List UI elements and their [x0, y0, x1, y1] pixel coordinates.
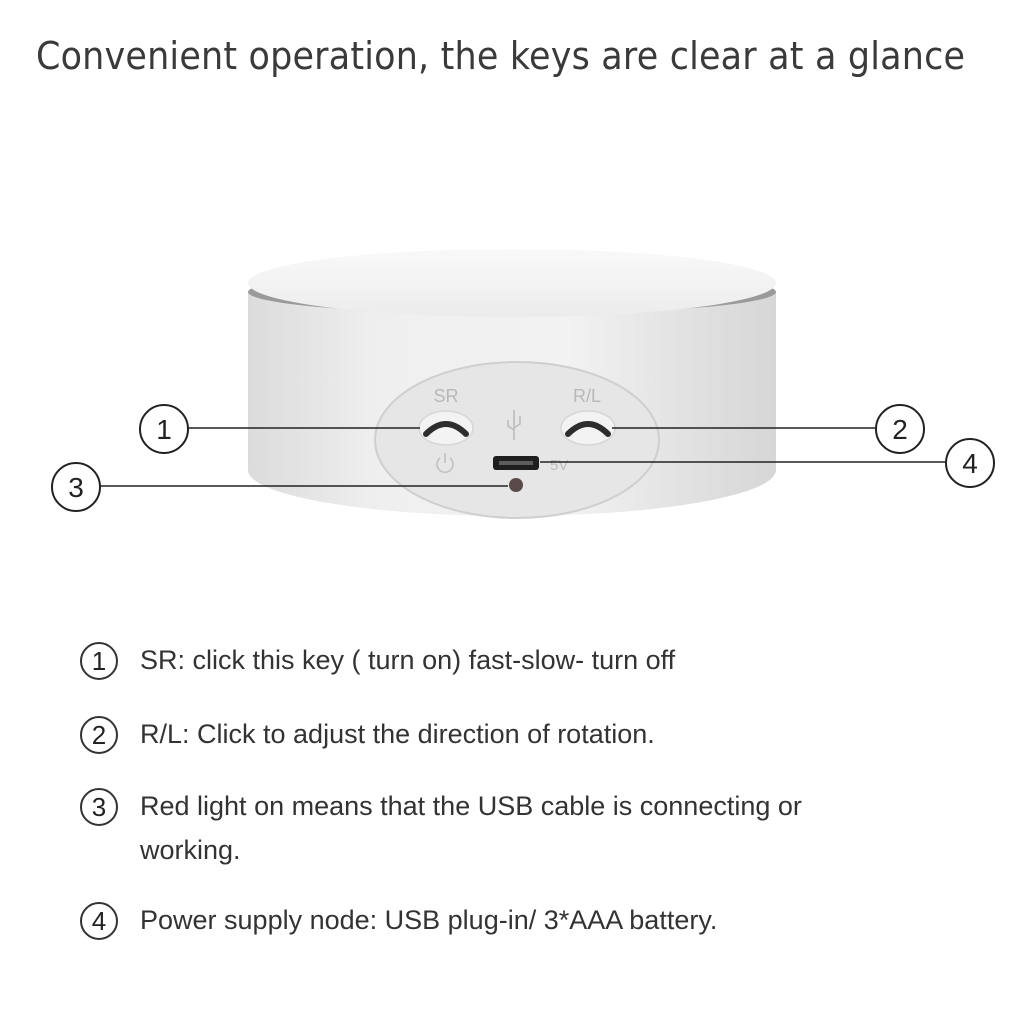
legend-number: 3 — [80, 788, 118, 826]
svg-text:1: 1 — [156, 414, 172, 445]
legend-number: 4 — [80, 902, 118, 940]
legend-item-2: 2 R/L: Click to adjust the direction of … — [80, 716, 900, 756]
port-voltage-label: 5V — [550, 457, 568, 474]
rl-label: R/L — [573, 386, 601, 406]
legend-item-4: 4 Power supply node: USB plug-in/ 3*AAA … — [80, 902, 900, 942]
legend-number: 2 — [80, 716, 118, 754]
legend-text: R/L: Click to adjust the direction of ro… — [140, 719, 655, 749]
callout-4: 4 — [945, 438, 995, 488]
callout-1: 1 — [139, 404, 189, 454]
indicator-light — [509, 478, 523, 492]
legend-item-3: 3 Red light on means that the USB cable … — [80, 788, 860, 872]
legend-text: Red light on means that the USB cable is… — [140, 791, 802, 865]
sr-button[interactable] — [418, 410, 474, 446]
rl-button[interactable] — [560, 410, 616, 446]
callout-lines — [100, 427, 946, 487]
usb-icon — [507, 410, 521, 440]
svg-text:4: 4 — [962, 448, 978, 479]
turntable-top — [248, 249, 776, 317]
callout-3: 3 — [51, 462, 101, 512]
svg-text:2: 2 — [892, 414, 908, 445]
svg-text:3: 3 — [68, 472, 84, 503]
legend-item-1: 1 SR: click this key ( turn on) fast-slo… — [80, 642, 900, 682]
control-panel — [374, 361, 660, 519]
legend-text: Power supply node: USB plug-in/ 3*AAA ba… — [140, 905, 718, 935]
callout-2: 2 — [875, 404, 925, 454]
sr-label: SR — [433, 386, 458, 406]
legend-number: 1 — [80, 642, 118, 680]
usb-port[interactable] — [493, 456, 539, 470]
headline: Convenient operation, the keys are clear… — [36, 34, 966, 78]
legend-text: SR: click this key ( turn on) fast-slow-… — [140, 645, 676, 675]
power-icon — [436, 453, 454, 474]
